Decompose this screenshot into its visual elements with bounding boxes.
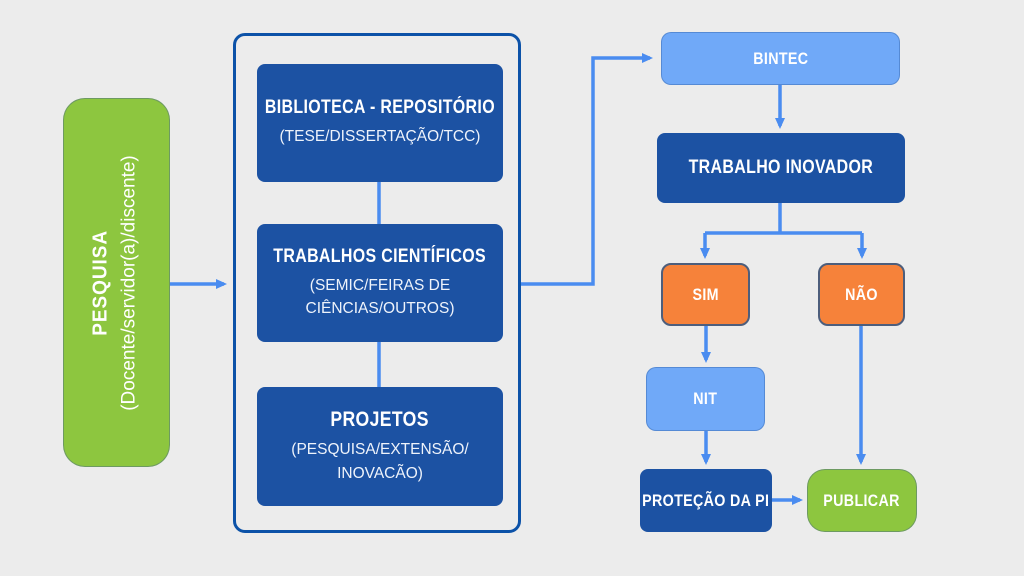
node-subtitle: (PESQUISA/EXTENSÃO/ INOVACÃO) [291,441,469,482]
node-protecao-da-pi: PROTEÇÃO DA PI [640,469,772,532]
node-title: NÃO [845,284,878,304]
node-title: PESQUISA [89,229,112,336]
node-subtitle: (Docente/servidor(a)/discente) [118,154,140,411]
node-title: NIT [693,389,718,409]
node-trabalhos-cientificos: TRABALHOS CIENTÍFICOS (SEMIC/FEIRAS DE C… [257,224,503,342]
node-nit: NIT [646,367,765,431]
node-sim: SIM [661,263,750,326]
node-title: PROJETOS [330,408,430,432]
node-pesquisa: PESQUISA (Docente/servidor(a)/discente) [63,98,170,467]
node-title: PUBLICAR [823,490,901,510]
node-trabalho-inovador: TRABALHO INOVADOR [657,133,905,203]
node-title: BINTEC [752,48,809,68]
arrow-container-to-bintec [521,53,653,286]
node-nao: NÃO [818,263,905,326]
node-biblioteca-repositorio: BIBLIOTECA - REPOSITÓRIO (TESE/DISSERTAÇ… [257,64,503,182]
node-subtitle: (TESE/DISSERTAÇÃO/TCC) [279,128,481,146]
node-projetos: PROJETOS (PESQUISA/EXTENSÃO/ INOVACÃO) [257,387,503,506]
node-title: TRABALHOS CIENTÍFICOS [273,245,487,267]
node-title: BIBLIOTECA - REPOSITÓRIO [264,97,496,119]
node-title: TRABALHO INOVADOR [688,157,874,179]
node-bintec: BINTEC [661,32,900,85]
node-publicar: PUBLICAR [807,469,917,532]
node-title: PROTEÇÃO DA PI [642,490,770,510]
node-title: SIM [692,284,719,304]
group-container-frame [233,33,521,533]
node-pesquisa-rotated-text: PESQUISA (Docente/servidor(a)/discente) [63,98,170,467]
node-subtitle: (SEMIC/FEIRAS DE CIÊNCIAS/OUTROS) [305,276,455,317]
